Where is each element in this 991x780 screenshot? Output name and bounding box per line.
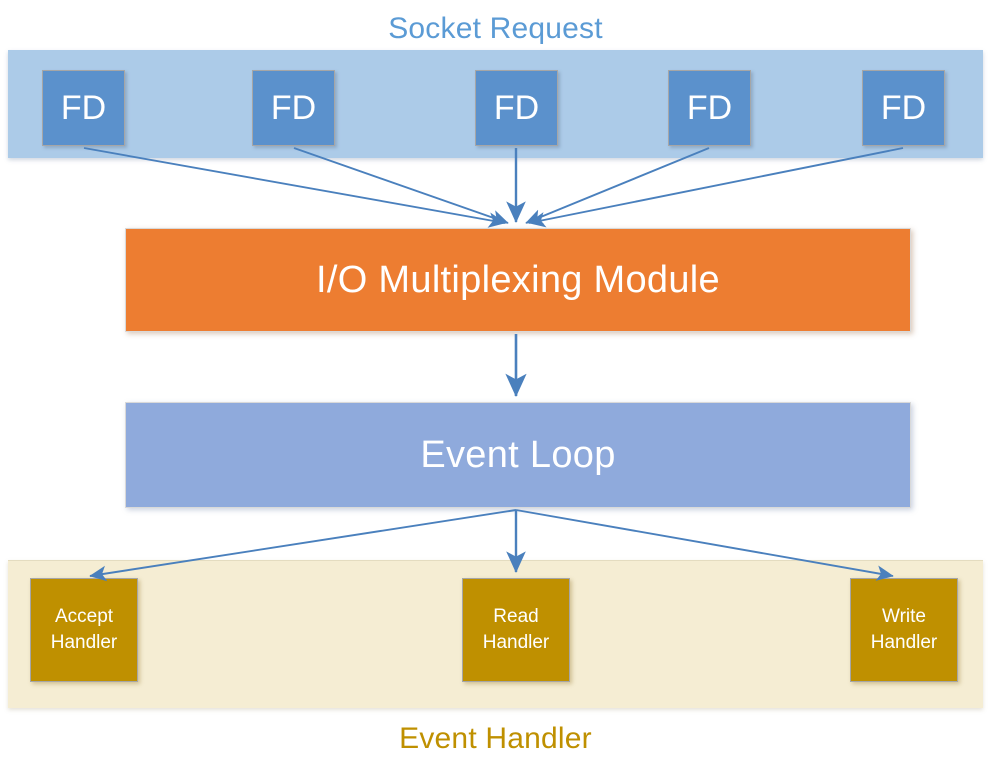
write-handler-line1: Write: [882, 606, 926, 628]
fd-box-4-label: FD: [686, 89, 733, 127]
socket-request-caption: Socket Request: [388, 12, 603, 45]
arrow-fd4-to-mux: [525, 147, 710, 225]
fd-box-1-label: FD: [60, 89, 107, 127]
io-multiplexing-module-label: I/O Multiplexing Module: [316, 258, 720, 301]
read-handler-line1: Read: [493, 606, 539, 628]
accept-handler-line2: Handler: [50, 632, 118, 653]
event-loop-block[interactable]: Event Loop: [125, 402, 911, 508]
fd-box-5-label: FD: [880, 89, 927, 127]
event-handler-caption: Event Handler: [399, 722, 592, 755]
read-handler-box[interactable]: Read Handler: [462, 578, 570, 682]
accept-handler-line1: Accept: [54, 606, 114, 628]
write-handler-line2: Handler: [870, 632, 938, 653]
io-multiplexing-module-block[interactable]: I/O Multiplexing Module: [125, 228, 911, 332]
fd-box-3-label: FD: [493, 89, 540, 127]
event-loop-label: Event Loop: [420, 433, 616, 476]
fd-box-2[interactable]: FD: [252, 70, 335, 146]
arrow-fd5-to-mux: [528, 147, 904, 228]
write-handler-box[interactable]: Write Handler: [850, 578, 958, 682]
arrow-fd2-to-mux: [293, 147, 509, 225]
fd-box-4[interactable]: FD: [668, 70, 751, 146]
fd-box-3[interactable]: FD: [475, 70, 558, 146]
fd-box-5[interactable]: FD: [862, 70, 945, 146]
fd-box-1[interactable]: FD: [42, 70, 125, 146]
arrow-fd1-to-mux: [83, 147, 506, 228]
fd-box-2-label: FD: [270, 89, 317, 127]
accept-handler-box[interactable]: Accept Handler: [30, 578, 138, 682]
read-handler-line2: Handler: [482, 632, 550, 653]
